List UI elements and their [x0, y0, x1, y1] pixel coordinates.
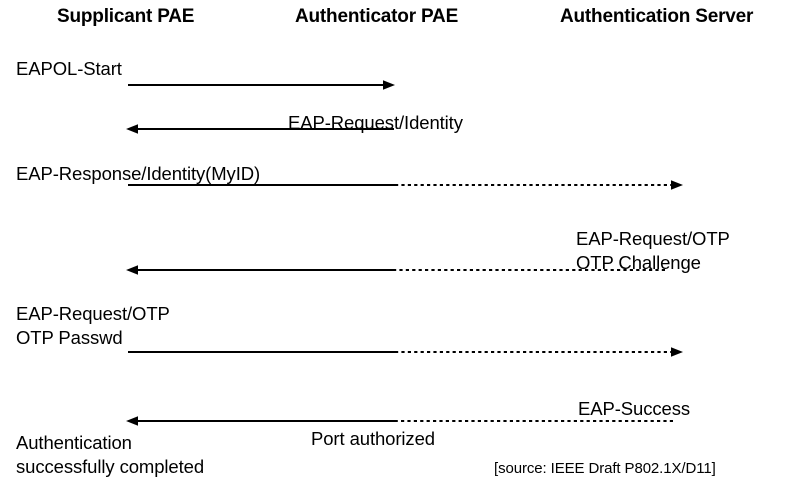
message-label-port-authorized: Port authorized	[311, 428, 435, 449]
lane-header-authenticator: Authenticator PAE	[295, 6, 459, 27]
message-label-eap-response-identity: EAP-Response/Identity(MyID)	[16, 163, 261, 184]
lane-header-authentication-server: Authentication Server	[560, 6, 754, 27]
lane-header-supplicant: Supplicant PAE	[57, 6, 195, 27]
arrow-eap-request-otp-passwd	[128, 347, 683, 357]
arrow-eapol-start	[128, 80, 395, 90]
note-authentication-complete-line1: Authentication	[16, 432, 132, 453]
message-label-eap-request-otp-challenge-2: OTP Challenge	[576, 252, 701, 273]
source-citation: [source: IEEE Draft P802.1X/D11]	[494, 460, 716, 477]
note-authentication-complete-line2: successfully completed	[16, 456, 205, 477]
message-label-eap-request-otp-passwd-2: OTP Passwd	[16, 327, 123, 348]
message-label-eapol-start: EAPOL-Start	[16, 58, 122, 79]
message-label-eap-request-otp-challenge-1: EAP-Request/OTP	[576, 228, 730, 249]
message-label-eap-request-identity: EAP-Request/Identity	[288, 112, 463, 133]
message-label-eap-success: EAP-Success	[578, 398, 690, 419]
message-label-eap-request-otp-passwd-1: EAP-Request/OTP	[16, 303, 170, 324]
